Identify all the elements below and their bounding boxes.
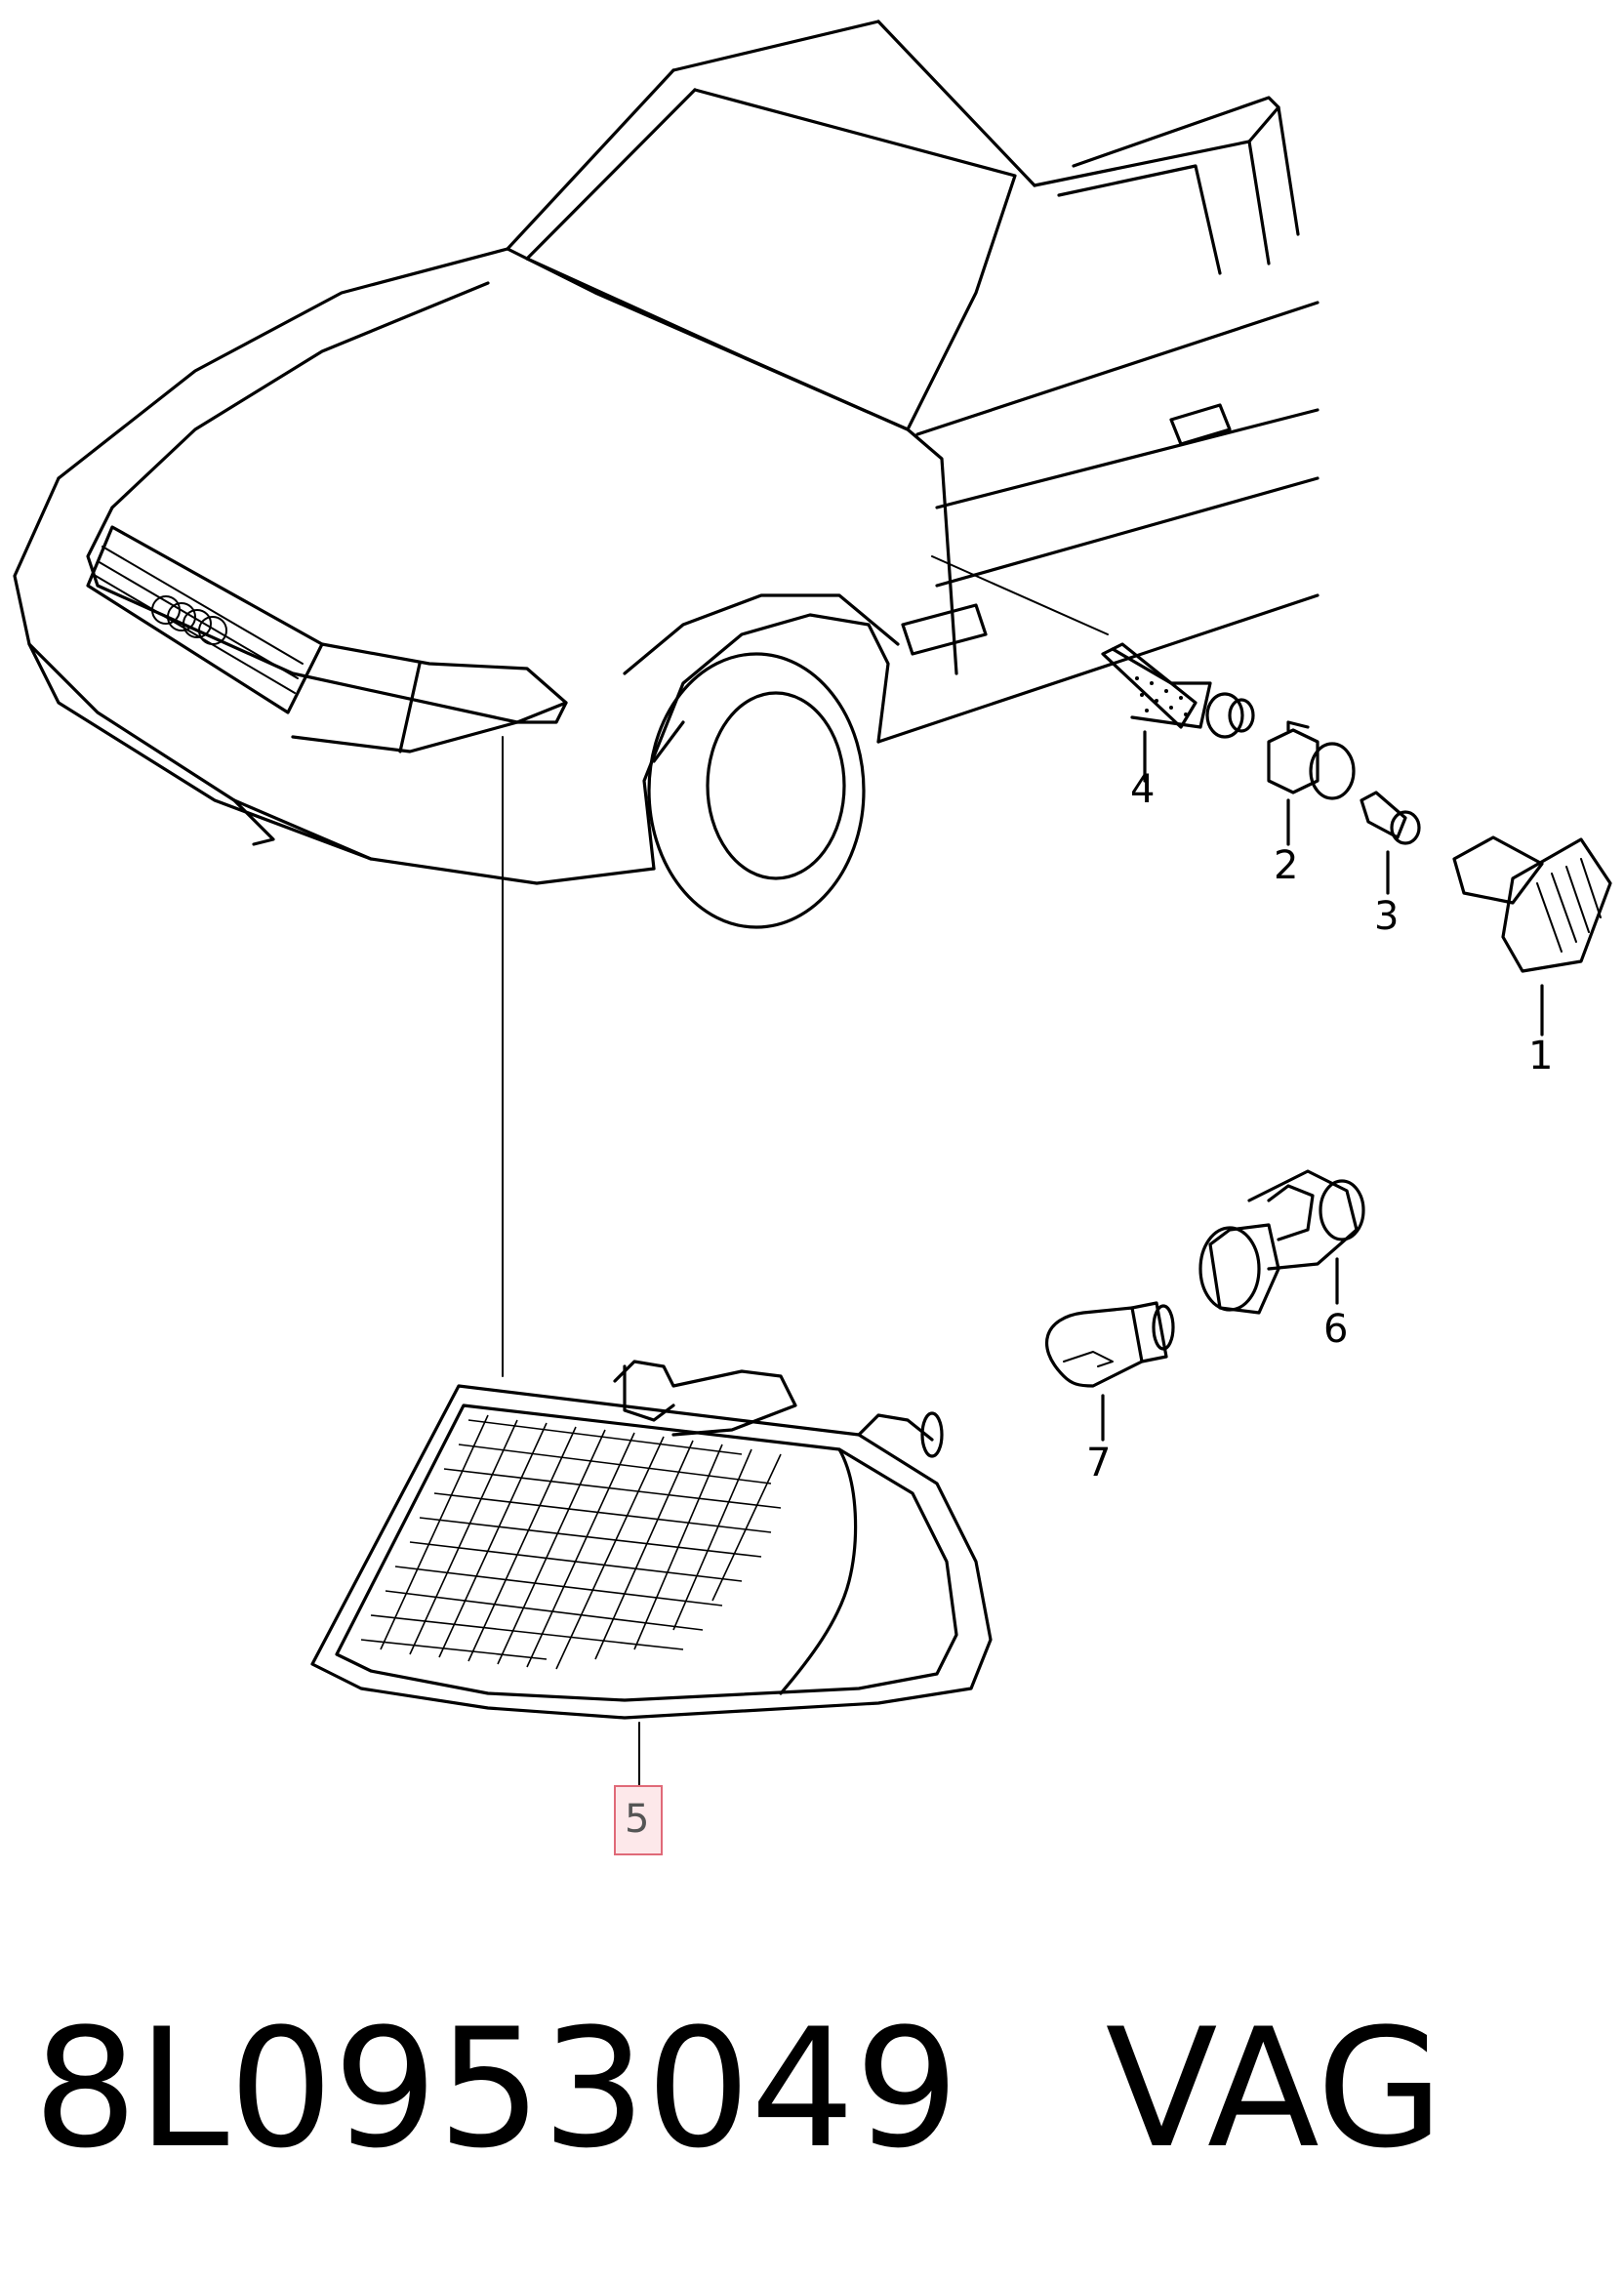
callout-6[interactable]: 6 <box>1323 1307 1348 1352</box>
part-2-holder <box>1267 720 1356 846</box>
brand-name: VAG <box>1105 1993 1444 2184</box>
part-7-bulb <box>1045 1301 1175 1442</box>
part-number: 8L0953049 <box>33 1993 959 2184</box>
part-1-side-marker <box>1452 835 1612 1037</box>
part-5-indicator-lamp <box>310 736 993 1787</box>
callout-4[interactable]: 4 <box>1130 767 1155 812</box>
part-caption: 8L0953049 VAG <box>33 1991 1595 2186</box>
callout-2[interactable]: 2 <box>1274 843 1298 888</box>
part-3-bulb <box>1360 791 1421 895</box>
part-6-socket <box>1198 1169 1365 1315</box>
callout-1[interactable]: 1 <box>1528 1034 1553 1078</box>
part-4-socket <box>931 555 1255 783</box>
callout-5-highlight <box>614 1785 663 1855</box>
callout-3[interactable]: 3 <box>1374 894 1399 939</box>
callout-5[interactable]: 5 <box>625 1797 649 1842</box>
car-illustration <box>13 20 1320 929</box>
callout-7[interactable]: 7 <box>1086 1441 1111 1485</box>
